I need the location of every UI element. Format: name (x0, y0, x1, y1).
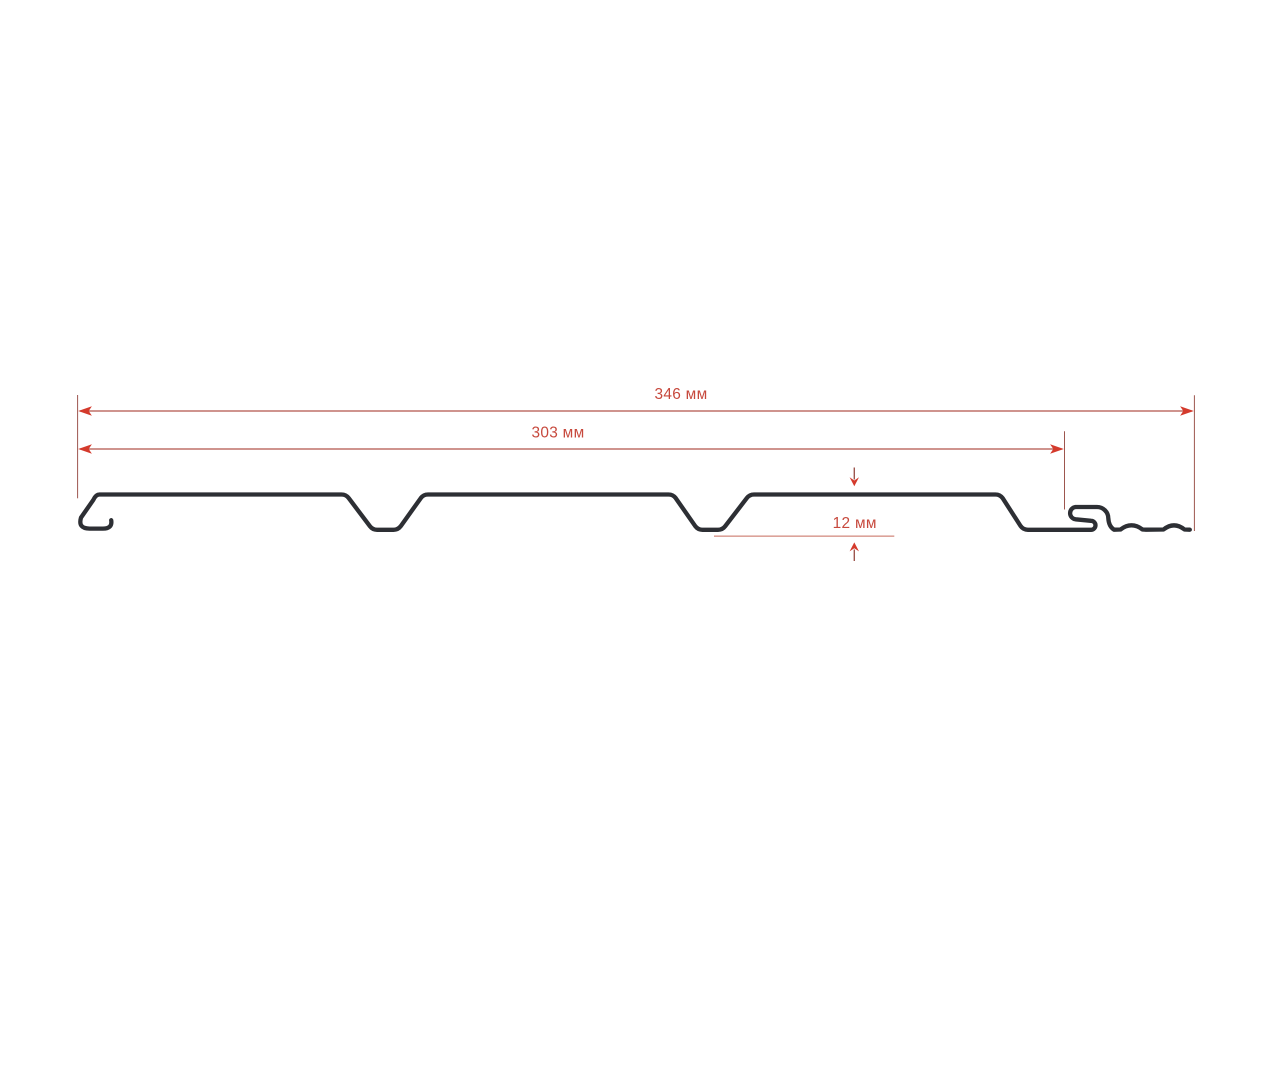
svg-text:12 мм: 12 мм (833, 515, 877, 532)
svg-text:346 мм: 346 мм (655, 386, 708, 403)
svg-text:303 мм: 303 мм (532, 424, 585, 441)
